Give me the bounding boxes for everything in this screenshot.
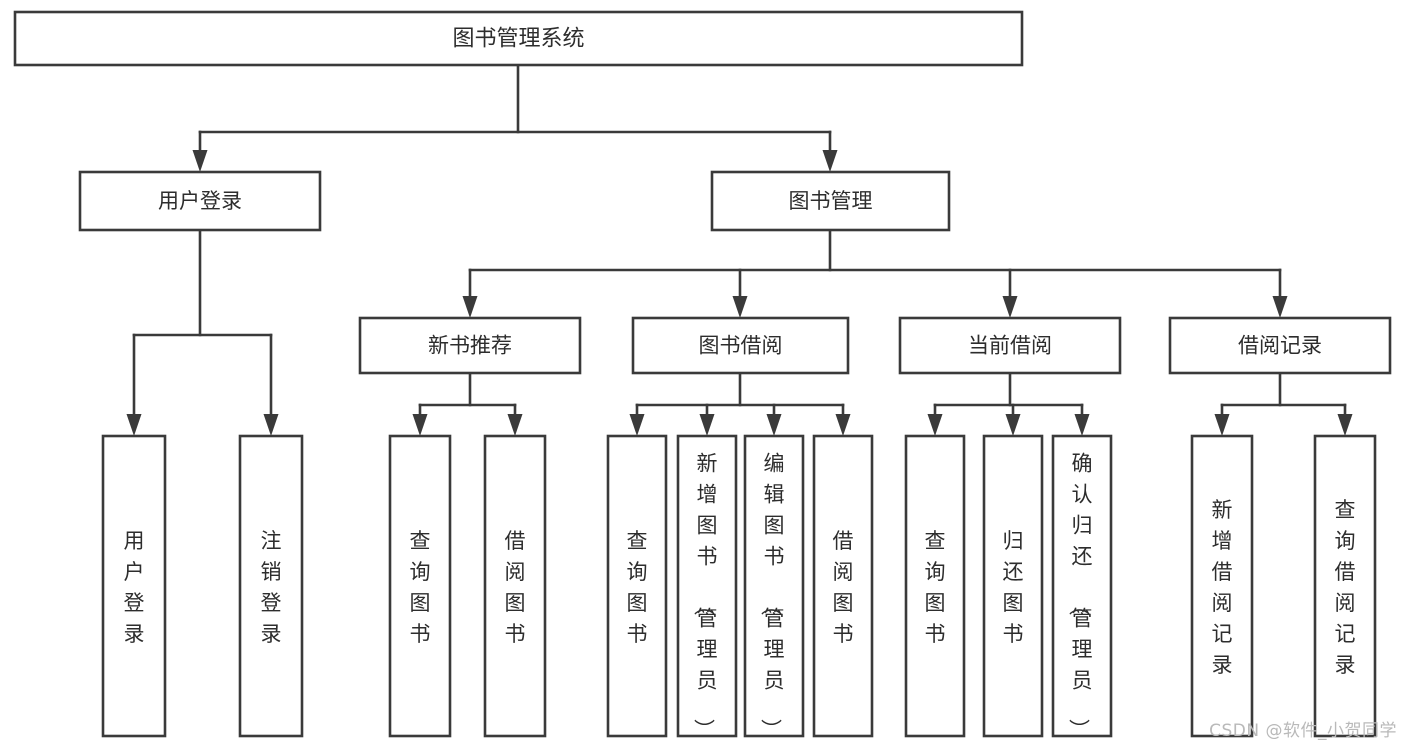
nodes-layer: 图书管理系统用户登录图书管理新书推荐图书借阅当前借阅借阅记录用户登录注销登录查询… <box>13 10 1392 740</box>
node-root-box[interactable] <box>13 10 1024 67</box>
node-book-borrow-box[interactable] <box>631 316 850 375</box>
node-leaf-user-login[interactable]: 用户登录 <box>101 434 167 738</box>
node-leaf-borrow-book-1[interactable]: 借阅图书 <box>483 434 547 738</box>
node-current-borrow-box[interactable] <box>898 316 1122 375</box>
arrow-head-icon <box>263 414 279 436</box>
node-book-manage-box[interactable] <box>710 170 951 232</box>
node-leaf-query-record[interactable]: 查询借阅记录 <box>1313 434 1377 738</box>
arrow-head-icon <box>412 414 428 436</box>
node-leaf-query-book-1-box[interactable] <box>388 434 452 738</box>
node-leaf-add-book-label: 新增图书（管理员） <box>692 452 718 740</box>
node-current-borrow-label: 当前借阅 <box>968 334 1052 358</box>
node-root[interactable]: 图书管理系统 <box>13 10 1024 67</box>
connectors-layer <box>126 63 1353 436</box>
node-leaf-confirm-return-box[interactable] <box>1051 434 1113 738</box>
arrow-head-icon <box>1337 414 1353 436</box>
node-user-login[interactable]: 用户登录 <box>78 170 322 232</box>
arrow-head-icon <box>927 414 943 436</box>
arrow-head-icon <box>629 414 645 436</box>
csdn-watermark: CSDN @软件_小贺同学 <box>1209 721 1397 741</box>
node-leaf-add-book[interactable]: 新增图书（管理员） <box>676 434 738 740</box>
node-borrow-record[interactable]: 借阅记录 <box>1168 316 1392 375</box>
node-root-label: 图书管理系统 <box>452 27 584 52</box>
node-leaf-borrow-book-2[interactable]: 借阅图书 <box>812 434 874 738</box>
arrow-head-icon <box>462 296 478 318</box>
node-new-book-recommend-box[interactable] <box>358 316 582 375</box>
node-leaf-user-logout-box[interactable] <box>238 434 304 738</box>
arrow-head-icon <box>1074 414 1090 436</box>
node-leaf-return-book[interactable]: 归还图书 <box>982 434 1044 738</box>
node-leaf-query-book-2[interactable]: 查询图书 <box>606 434 668 738</box>
arrow-head-icon <box>1272 296 1288 318</box>
arrow-head-icon <box>699 414 715 436</box>
node-leaf-user-logout-label: 注销登录 <box>261 529 282 646</box>
arrow-head-icon <box>192 150 208 172</box>
node-leaf-return-book-box[interactable] <box>982 434 1044 738</box>
node-current-borrow[interactable]: 当前借阅 <box>898 316 1122 375</box>
node-book-manage-label: 图书管理 <box>789 189 873 213</box>
node-book-borrow-label: 图书借阅 <box>699 334 783 358</box>
node-leaf-edit-book-box[interactable] <box>743 434 805 738</box>
node-leaf-add-record[interactable]: 新增借阅记录 <box>1190 434 1254 738</box>
node-leaf-add-record-box[interactable] <box>1190 434 1254 738</box>
node-user-login-box[interactable] <box>78 170 322 232</box>
node-leaf-query-record-label: 查询借阅记录 <box>1335 498 1356 677</box>
arrow-head-icon <box>835 414 851 436</box>
node-leaf-return-book-label: 归还图书 <box>1003 529 1024 646</box>
arrow-head-icon <box>1002 296 1018 318</box>
node-leaf-edit-book-label: 编辑图书（管理员） <box>759 452 785 740</box>
node-leaf-query-book-3-box[interactable] <box>904 434 966 738</box>
node-leaf-query-book-3[interactable]: 查询图书 <box>904 434 966 738</box>
arrow-head-icon <box>126 414 142 436</box>
node-new-book-recommend-label: 新书推荐 <box>428 334 512 358</box>
node-leaf-edit-book[interactable]: 编辑图书（管理员） <box>743 434 805 740</box>
node-leaf-query-book-3-label: 查询图书 <box>925 529 946 646</box>
node-borrow-record-box[interactable] <box>1168 316 1392 375</box>
arrow-head-icon <box>1214 414 1230 436</box>
node-leaf-borrow-book-2-label: 借阅图书 <box>833 529 854 646</box>
arrow-head-icon <box>766 414 782 436</box>
node-user-login-label: 用户登录 <box>158 189 242 213</box>
node-leaf-query-book-2-label: 查询图书 <box>627 529 648 646</box>
node-leaf-borrow-book-1-label: 借阅图书 <box>505 529 526 646</box>
node-leaf-borrow-book-2-box[interactable] <box>812 434 874 738</box>
node-book-manage[interactable]: 图书管理 <box>710 170 951 232</box>
node-leaf-query-book-2-box[interactable] <box>606 434 668 738</box>
node-leaf-add-book-box[interactable] <box>676 434 738 738</box>
node-leaf-query-record-box[interactable] <box>1313 434 1377 738</box>
node-leaf-confirm-return-label: 确认归还（管理员） <box>1067 452 1093 740</box>
node-leaf-query-book-1-label: 查询图书 <box>410 529 431 646</box>
node-borrow-record-label: 借阅记录 <box>1238 334 1322 358</box>
node-leaf-confirm-return[interactable]: 确认归还（管理员） <box>1051 434 1113 740</box>
arrow-head-icon <box>732 296 748 318</box>
arrow-head-icon <box>1005 414 1021 436</box>
node-leaf-user-logout[interactable]: 注销登录 <box>238 434 304 738</box>
arrow-head-icon <box>822 150 838 172</box>
arrow-head-icon <box>507 414 523 436</box>
node-leaf-borrow-book-1-box[interactable] <box>483 434 547 738</box>
node-leaf-query-book-1[interactable]: 查询图书 <box>388 434 452 738</box>
node-leaf-add-record-label: 新增借阅记录 <box>1212 498 1233 677</box>
node-leaf-user-login-box[interactable] <box>101 434 167 738</box>
node-book-borrow[interactable]: 图书借阅 <box>631 316 850 375</box>
node-leaf-user-login-label: 用户登录 <box>124 529 145 646</box>
node-new-book-recommend[interactable]: 新书推荐 <box>358 316 582 375</box>
